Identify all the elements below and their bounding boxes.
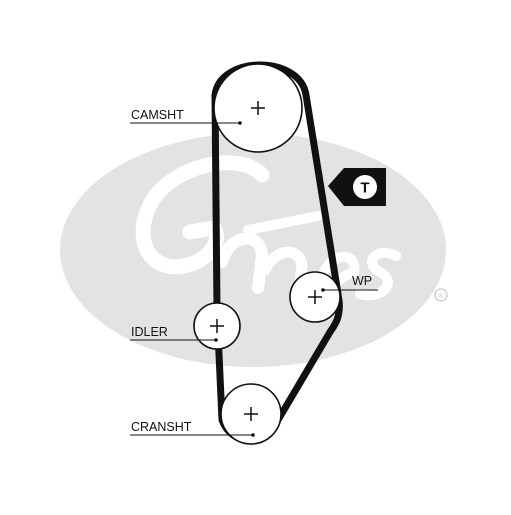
idler-label: IDLER — [131, 325, 168, 339]
idler-leader — [130, 338, 218, 342]
gates-watermark: ® — [60, 133, 448, 367]
crankshaft-pulley — [220, 383, 282, 445]
water-pump-pulley — [289, 271, 341, 323]
idler-pulley — [193, 302, 241, 350]
camshaft-pulley — [213, 63, 303, 153]
tensioner-letter: T — [360, 180, 369, 197]
crankshaft-leader — [130, 433, 255, 437]
tensioner-marker: T — [328, 168, 386, 206]
camshaft-label: CAMSHT — [131, 108, 184, 122]
water-pump-label: WP — [352, 274, 372, 288]
camshaft-leader — [130, 121, 242, 125]
registered-mark: ® — [438, 292, 444, 301]
water-pump-leader — [321, 288, 378, 292]
crankshaft-label: CRANSHT — [131, 420, 192, 434]
